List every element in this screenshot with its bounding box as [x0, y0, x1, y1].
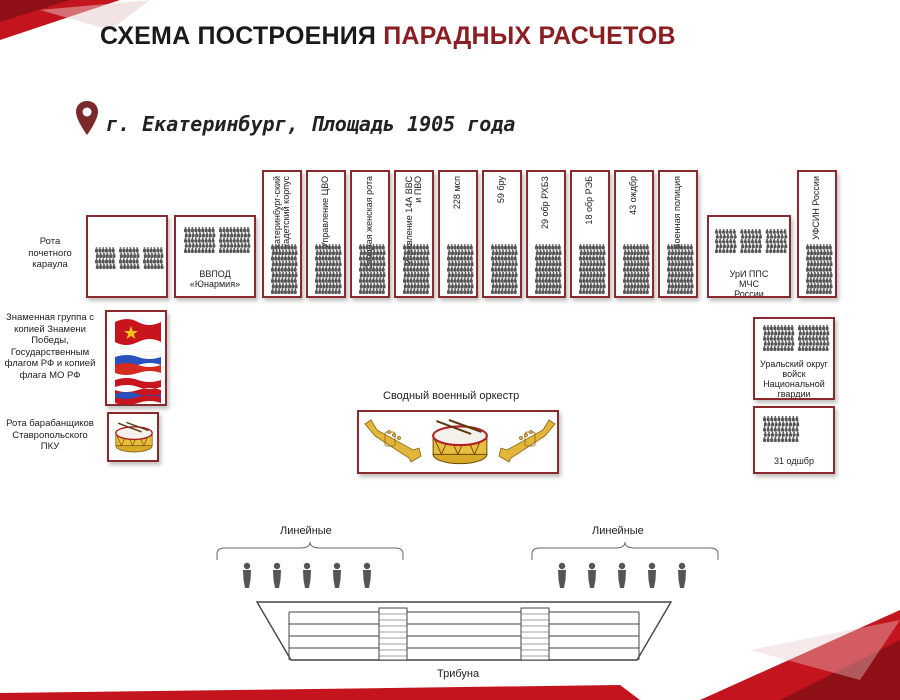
tribune-label: Трибуна — [437, 668, 480, 680]
location-pin-icon — [76, 101, 98, 135]
location-header: г. Екатеринбург, Площадь 1905 года — [76, 100, 515, 136]
odshbr-label: 31 одшбр — [774, 456, 814, 466]
msp228-box: 228 мсп — [438, 170, 478, 298]
soldier-icon — [806, 244, 833, 294]
soldier-group — [761, 414, 801, 444]
soldier-icon — [447, 244, 474, 294]
drummers-box — [107, 412, 159, 462]
soldier-icon — [243, 562, 251, 588]
soldier-column — [489, 242, 519, 296]
police-box: Военная полиция — [658, 170, 698, 298]
soldier-icon — [403, 244, 430, 294]
soldier-icon — [359, 244, 386, 294]
ural-guard-label: Уральский округ войск Национальной гвард… — [760, 359, 828, 399]
orchestra-box — [357, 410, 559, 474]
trumpet-icon — [364, 419, 422, 463]
drum-icon — [432, 419, 488, 465]
upr-cvo-box: Управление ЦВО — [306, 170, 346, 298]
soldier-icon — [623, 244, 650, 294]
trumpet-icon — [498, 419, 556, 463]
soldier-column — [533, 242, 563, 296]
cadet-box: Екатеринбург-ский кадетский корпус — [262, 170, 302, 298]
soldier-icon — [535, 244, 562, 294]
soldier-column — [804, 242, 834, 296]
lineynye-left-group — [232, 560, 382, 590]
vvpod-label: ВВПОД «Юнармия» — [189, 269, 241, 289]
soldier-icon — [618, 562, 626, 588]
page-title: СХЕМА ПОСТРОЕНИЯ ПАРАДНЫХ РАСЧЕТОВ — [100, 22, 676, 50]
upr-vvs-box: Управление 14А ВВС и ПВО — [394, 170, 434, 298]
soldier-icon — [588, 562, 596, 588]
soldier-group — [182, 225, 252, 255]
drummers-label: Рота барабанщиков Ставропольского ПКУ — [6, 418, 94, 452]
soldier-icon — [95, 247, 164, 269]
soldier-icon — [763, 325, 830, 351]
soldier-icon — [363, 562, 371, 588]
soldier-group — [713, 227, 789, 255]
lineynye-left-bracket — [216, 541, 404, 560]
lineynye-right-bracket — [531, 541, 719, 560]
russia-flag-icon — [114, 347, 162, 375]
rhbz-box: 29 обр РХБЗ — [526, 170, 566, 298]
reb-box: 18 обр РЭБ — [570, 170, 610, 298]
location-text: г. Екатеринбург, Площадь 1905 года — [106, 112, 516, 136]
top-left-decoration — [0, 0, 150, 40]
lineynye-right-label: Линейные — [592, 525, 644, 537]
ojdbr-box: 43 ождбр — [614, 170, 654, 298]
soldier-column — [401, 242, 431, 296]
soldier-icon — [333, 562, 341, 588]
vvpod-box: ВВПОД «Юнармия» — [174, 215, 256, 298]
bottom-right-decoration — [700, 610, 900, 700]
soldier-column — [313, 242, 343, 296]
uri-label: УрИ ППС МЧС России — [729, 269, 769, 298]
soldier-icon — [558, 562, 566, 588]
soldier-icon — [648, 562, 656, 588]
tribune — [255, 601, 673, 661]
women-box: Сводная женская рота — [350, 170, 390, 298]
bottom-left-decoration — [0, 685, 640, 700]
soldier-icon — [273, 562, 281, 588]
soldier-icon — [715, 228, 788, 253]
banner-group-label: Знаменная группа с копией Знамени Победы… — [4, 312, 96, 381]
soldier-icon — [491, 244, 518, 294]
soldier-group — [761, 323, 831, 353]
soldier-icon — [315, 244, 342, 294]
odshbr-box: 31 одшбр — [753, 406, 835, 474]
soldier-icon — [579, 244, 606, 294]
soldier-icon — [303, 562, 311, 588]
soldier-group — [93, 245, 165, 271]
soldier-column — [269, 242, 299, 296]
uri-box: УрИ ППС МЧС России — [707, 215, 791, 298]
lineynye-left-label: Линейные — [280, 525, 332, 537]
soldier-column — [357, 242, 387, 296]
mo-flag-icon — [115, 378, 161, 404]
drum-icon — [115, 421, 153, 453]
banner-group-box — [105, 310, 167, 406]
ural-guard-box: Уральский округ войск Национальной гвард… — [753, 317, 835, 400]
soldier-icon — [667, 244, 694, 294]
soldier-column — [621, 242, 651, 296]
soldier-column — [577, 242, 607, 296]
lineynye-right-group — [547, 560, 697, 590]
soldier-column — [665, 242, 695, 296]
soldier-icon — [678, 562, 686, 588]
ufsin-box: УФСИН России — [797, 170, 837, 298]
ussr-flag-icon — [115, 319, 161, 345]
soldier-icon — [184, 227, 251, 253]
soldier-icon — [763, 416, 800, 442]
soldier-column — [445, 242, 475, 296]
honor-guard-box — [86, 215, 168, 298]
honor-guard-label: Рота почетного караула — [28, 236, 72, 270]
soldier-icon — [271, 244, 298, 294]
bru59-box: 59 бру — [482, 170, 522, 298]
orchestra-label: Сводный военный оркестр — [383, 390, 520, 402]
